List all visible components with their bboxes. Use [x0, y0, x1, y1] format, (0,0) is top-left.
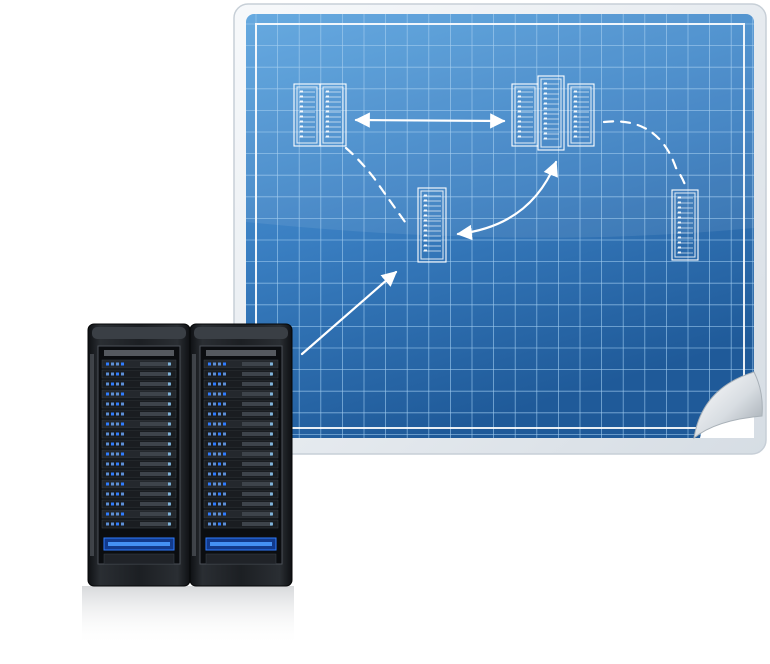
connector-middle-to-top	[456, 160, 558, 241]
physical-servers	[82, 323, 294, 646]
page-curl-icon	[693, 371, 763, 440]
server-sketch-icon	[417, 187, 447, 263]
right-server-sketch	[671, 189, 699, 261]
server-rack-icon	[189, 323, 293, 587]
blueprint-nodes	[293, 75, 699, 263]
server-reflection	[82, 586, 294, 646]
connector-top-to-right	[602, 120, 688, 190]
server-sketch-icon	[511, 75, 595, 151]
grid-border	[255, 23, 745, 429]
server-sketch-icon	[293, 83, 347, 147]
blueprint-grid	[246, 14, 754, 438]
top-server-cluster-sketch	[511, 75, 595, 151]
connector-left-to-top	[354, 112, 506, 129]
server-sketch-icon	[671, 189, 699, 261]
connector-physical-to-middle	[300, 270, 398, 356]
left-server-pair-sketch	[293, 83, 347, 147]
blueprint-connections	[300, 112, 688, 356]
gloss-highlight	[246, 14, 754, 238]
connector-left-to-middle	[344, 146, 410, 228]
server-rack-icon	[87, 323, 191, 587]
middle-server-sketch	[417, 187, 447, 263]
blueprint-board	[233, 3, 767, 455]
